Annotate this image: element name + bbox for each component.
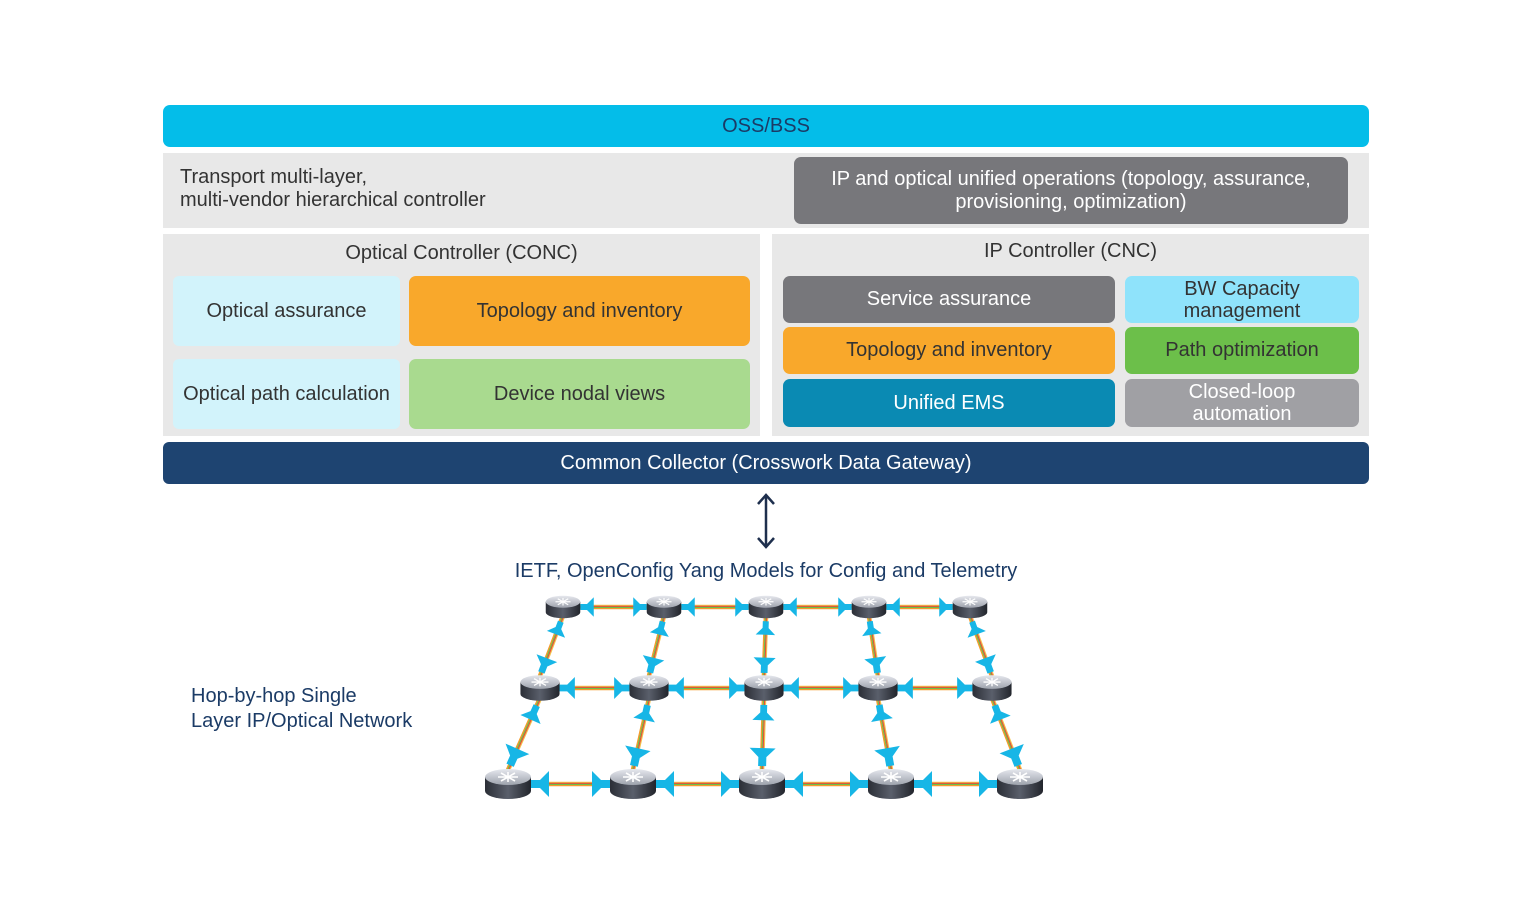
amplifier-icon-v-1-0-a bbox=[520, 704, 541, 725]
service-assurance-label: Service assurance bbox=[866, 288, 1032, 310]
optical-assurance-box: Optical assurance bbox=[173, 276, 400, 346]
optical-controller-title: Optical Controller (CONC) bbox=[345, 242, 578, 264]
router-icon-2-1 bbox=[610, 769, 656, 799]
router-icon-0-2 bbox=[748, 595, 784, 619]
amplifier-icon-h-0-0-b bbox=[633, 597, 647, 617]
amplifier-icon-v-1-1-b bbox=[625, 745, 651, 767]
amplifier-icon-v-0-4-b bbox=[975, 654, 996, 674]
amplifier-icon-v-0-4-a bbox=[967, 620, 986, 638]
amplifier-icon-h-1-0-b bbox=[614, 676, 630, 700]
protocol-label: IETF, OpenConfig Yang Models for Config … bbox=[514, 560, 1018, 582]
amplifier-icon-v-1-2-b bbox=[749, 747, 776, 767]
amplifier-icon-v-0-2-a bbox=[755, 621, 776, 636]
router-icon-0-3 bbox=[851, 595, 887, 619]
amplifier-icon-h-1-2-b bbox=[843, 676, 859, 700]
amplifier-icon-h-1-1-b bbox=[729, 676, 745, 700]
router-icon-2-4 bbox=[997, 769, 1043, 799]
amplifier-icon-v-0-3-b bbox=[864, 656, 887, 674]
router-icon-2-3 bbox=[868, 769, 914, 799]
unified-operations-box: IP and optical unified operations (topol… bbox=[794, 157, 1348, 224]
amplifier-icon-h-0-3-b bbox=[939, 597, 953, 617]
hierarchical-line-2: multi-vendor hierarchical controller bbox=[180, 189, 486, 211]
optical-path-calc-box: Optical path calculation bbox=[173, 359, 400, 429]
router-icon-2-0 bbox=[485, 769, 531, 799]
network-label: Hop-by-hop Single Layer IP/Optical Netwo… bbox=[191, 684, 412, 734]
amplifier-icon-h-0-1-b bbox=[735, 597, 749, 617]
amplifier-icon-h-1-1-a bbox=[668, 676, 684, 700]
amplifier-icon-h-0-1-a bbox=[681, 597, 695, 617]
amplifier-icon-v-1-4-b bbox=[999, 743, 1024, 767]
ip-topology-label: Topology and inventory bbox=[846, 339, 1052, 361]
router-icon-0-0 bbox=[545, 595, 581, 619]
amplifier-icon-h-0-3-a bbox=[886, 597, 900, 617]
amplifier-icon-v-0-2-b bbox=[753, 657, 776, 674]
amplifier-icon-h-2-1-a bbox=[656, 771, 674, 797]
common-collector-label: Common Collector (Crosswork Data Gateway… bbox=[560, 451, 972, 474]
bw-capacity-box: BW Capacity management bbox=[1125, 276, 1359, 323]
amplifier-icon-h-2-3-b bbox=[979, 771, 997, 797]
amplifier-icon-h-0-2-a bbox=[783, 597, 797, 617]
amplifier-icon-h-1-0-a bbox=[559, 676, 575, 700]
hierarchical-controller-label: Transport multi-layer, multi-vendor hier… bbox=[180, 166, 740, 212]
path-optimization-box: Path optimization bbox=[1125, 327, 1359, 374]
hierarchical-line-1: Transport multi-layer, bbox=[180, 166, 368, 188]
router-icon-1-3 bbox=[858, 675, 898, 701]
router-icon-1-4 bbox=[972, 675, 1012, 701]
router-icon-1-2 bbox=[744, 675, 784, 701]
optical-assurance-label: Optical assurance bbox=[206, 299, 367, 322]
unified-ems-box: Unified EMS bbox=[783, 379, 1115, 427]
optical-path-calc-label: Optical path calculation bbox=[183, 382, 390, 405]
oss-bss-bar: OSS/BSS bbox=[163, 105, 1369, 147]
oss-bss-label: OSS/BSS bbox=[722, 114, 810, 137]
optical-topology-box: Topology and inventory bbox=[409, 276, 750, 346]
path-optimization-label: Path optimization bbox=[1165, 339, 1319, 361]
amplifier-icon-h-1-2-a bbox=[783, 676, 799, 700]
ip-controller-title: IP Controller (CNC) bbox=[984, 240, 1157, 262]
amplifier-icon-v-0-0-b bbox=[536, 654, 558, 674]
ip-topology-box: Topology and inventory bbox=[783, 327, 1115, 374]
device-nodal-views-label: Device nodal views bbox=[493, 382, 666, 405]
closed-loop-box: Closed-loop automation bbox=[1125, 379, 1359, 427]
network-line-1: Hop-by-hop Single bbox=[191, 685, 357, 707]
closed-loop-line-1: Closed-loop bbox=[1188, 381, 1296, 403]
unified-line-1: IP and optical unified operations (topol… bbox=[831, 167, 1311, 190]
amplifier-icon-v-1-0-b bbox=[505, 743, 530, 767]
amplifier-icon-h-2-2-a bbox=[785, 771, 803, 797]
amplifier-icon-h-1-3-a bbox=[897, 676, 913, 700]
amplifier-icon-v-1-3-a bbox=[871, 704, 893, 723]
bw-capacity-line-1: BW Capacity bbox=[1184, 277, 1300, 300]
router-icon-0-4 bbox=[952, 595, 988, 619]
amplifier-icon-v-1-1-a bbox=[633, 704, 655, 723]
optical-topology-label: Topology and inventory bbox=[476, 299, 683, 322]
amplifier-icon-v-1-2-a bbox=[752, 704, 775, 721]
amplifier-icon-h-2-0-a bbox=[531, 771, 549, 797]
amplifier-icon-v-1-3-b bbox=[874, 745, 900, 767]
router-icon-1-1 bbox=[629, 675, 669, 701]
common-collector-bar: Common Collector (Crosswork Data Gateway… bbox=[163, 442, 1369, 484]
amplifier-icon-h-1-3-b bbox=[957, 676, 973, 700]
amplifier-icon-h-2-2-b bbox=[850, 771, 868, 797]
amplifier-icon-h-2-1-b bbox=[721, 771, 739, 797]
bidirectional-arrow-icon bbox=[757, 493, 775, 549]
unified-line-2: provisioning, optimization) bbox=[955, 190, 1187, 213]
amplifier-icon-v-0-1-b bbox=[642, 655, 665, 674]
amplifier-icon-h-0-0-a bbox=[580, 597, 594, 617]
amplifier-icon-h-0-2-b bbox=[838, 597, 852, 617]
device-nodal-views-box: Device nodal views bbox=[409, 359, 750, 429]
closed-loop-line-2: automation bbox=[1192, 403, 1292, 425]
amplifier-icon-h-2-0-b bbox=[592, 771, 610, 797]
router-icon-2-2 bbox=[739, 769, 785, 799]
bw-capacity-line-2: management bbox=[1183, 299, 1301, 322]
service-assurance-box: Service assurance bbox=[783, 276, 1115, 323]
amplifier-icon-v-1-4-a bbox=[990, 704, 1011, 724]
unified-ems-label: Unified EMS bbox=[893, 391, 1005, 414]
router-icon-0-1 bbox=[646, 595, 682, 619]
amplifier-icon-v-0-0-a bbox=[546, 620, 566, 638]
amplifier-icon-v-0-3-a bbox=[862, 620, 882, 637]
router-icon-1-0 bbox=[520, 675, 560, 701]
network-line-2: Layer IP/Optical Network bbox=[191, 710, 413, 732]
amplifier-icon-h-2-3-a bbox=[914, 771, 932, 797]
amplifier-icon-v-0-1-a bbox=[649, 620, 669, 637]
